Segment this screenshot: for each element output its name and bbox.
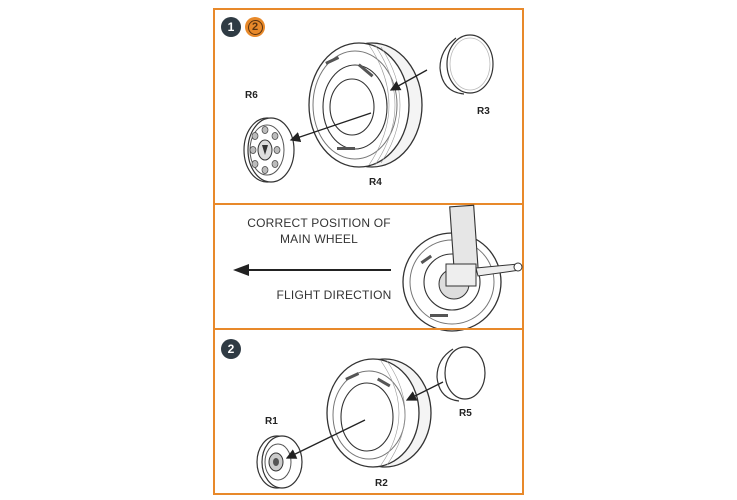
- divider-top: [215, 203, 522, 205]
- position-note-line-1: CORRECT POSITION OF: [247, 216, 391, 230]
- flight-direction-label: FLIGHT DIRECTION: [276, 288, 392, 302]
- step-2-badge: 2: [221, 339, 241, 359]
- label-r4: R4: [369, 177, 382, 188]
- instruction-frame: 1 2 R6 R4: [213, 8, 524, 495]
- assembled-main-wheel: [402, 204, 523, 332]
- label-r1: R1: [265, 416, 278, 427]
- alternate-step-2-badge: 2: [245, 17, 265, 37]
- hub-part-r6: [243, 117, 295, 183]
- cap-part-r5: [436, 346, 486, 402]
- cap-part-r3: [439, 34, 494, 95]
- divider-bottom: [215, 328, 522, 330]
- label-r3: R3: [477, 106, 490, 117]
- flight-direction-arrow: [233, 264, 391, 276]
- position-note: CORRECT POSITION OF MAIN WHEEL: [229, 215, 409, 247]
- step-2-assembly-arrows: [285, 381, 444, 459]
- position-note-line-2: MAIN WHEEL: [279, 232, 358, 246]
- hub-part-r1: [256, 435, 303, 489]
- label-r2: R2: [375, 478, 388, 489]
- label-r5: R5: [459, 408, 472, 419]
- step-1-assembly-arrows: [289, 69, 428, 143]
- step-1-badge: 1: [221, 17, 241, 37]
- tyre-part-r2: [326, 358, 432, 468]
- label-r6: R6: [245, 90, 258, 101]
- alternate-step-number: 2: [247, 19, 263, 35]
- tyre-part-r4: [308, 42, 423, 168]
